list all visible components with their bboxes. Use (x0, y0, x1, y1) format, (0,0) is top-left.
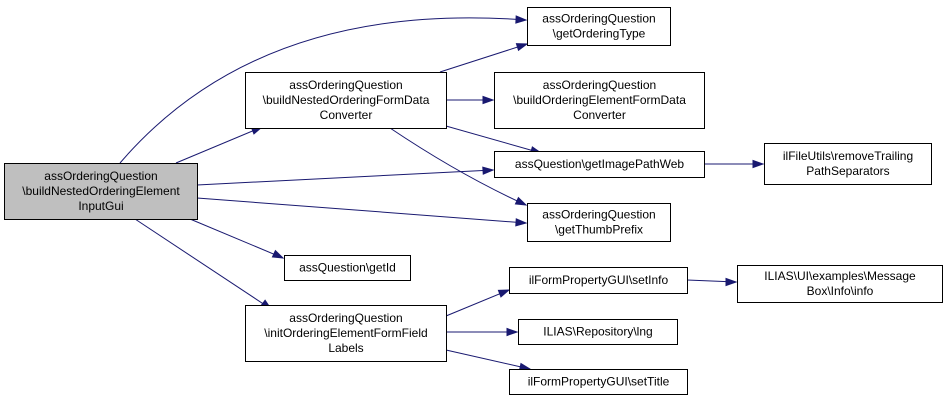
node-box[interactable] (509, 369, 688, 395)
edge-initOrdering-to-setTitle (445, 349, 532, 371)
node-root[interactable]: assOrderingQuestion\buildNestedOrderingE… (4, 163, 198, 220)
node-label-line: assOrderingQuestion (289, 311, 402, 325)
node-label-line: assQuestion\getId (299, 261, 396, 275)
node-box[interactable] (764, 143, 932, 185)
arrowhead-icon (515, 218, 528, 227)
edge-setInfo-to-messageBoxInfo (686, 277, 738, 287)
arrowhead-icon (497, 289, 511, 298)
node-set-title[interactable]: ilFormPropertyGUI\setTitle (509, 369, 688, 395)
node-box[interactable] (4, 163, 198, 220)
node-box[interactable] (509, 267, 688, 294)
node-label-line: Converter (573, 108, 626, 122)
arrowhead-icon (271, 249, 285, 259)
node-label-line: PathSeparators (806, 164, 889, 178)
edge-root-to-getId (189, 218, 285, 259)
node-box[interactable] (245, 72, 447, 129)
node-lng[interactable]: ILIAS\Repository\lng (518, 319, 678, 345)
edge-buildNested-to-buildOrderingElement (446, 95, 495, 105)
node-label-line: \getOrderingType (553, 27, 646, 41)
arrowhead-icon (514, 196, 528, 206)
edge-line (445, 349, 531, 370)
edge-root-to-getImagePathWeb (196, 166, 495, 186)
node-build-nested[interactable]: assOrderingQuestion\buildNestedOrderingF… (245, 72, 447, 129)
arrowhead-icon (482, 95, 495, 105)
node-label-line: \buildOrderingElementFormData (513, 93, 686, 107)
node-get-image-path-web[interactable]: assQuestion\getImagePathWeb (494, 151, 705, 178)
node-label-line: ilFormPropertyGUI\setTitle (528, 375, 670, 389)
edge-line (119, 17, 527, 164)
node-box[interactable] (284, 255, 411, 281)
node-build-ordering-element[interactable]: assOrderingQuestion\buildOrderingElement… (494, 72, 705, 129)
edge-line (389, 127, 527, 206)
node-get-id[interactable]: assQuestion\getId (284, 255, 411, 281)
node-label-line: assOrderingQuestion (44, 169, 157, 183)
edge-line (445, 289, 510, 317)
arrowhead-icon (725, 277, 738, 287)
edge-root-to-initOrdering (134, 218, 273, 310)
edge-line (189, 218, 284, 259)
node-label-line: Box\Info\info (807, 284, 874, 298)
edge-getImagePathWeb-to-removeTrailing (704, 159, 765, 169)
node-label-line: \buildNestedOrderingElement (22, 184, 180, 198)
node-box[interactable] (737, 265, 943, 303)
node-init-ordering[interactable]: assOrderingQuestion\initOrderingElementF… (245, 305, 447, 362)
node-box[interactable] (245, 305, 447, 362)
node-label-line: Labels (328, 341, 363, 355)
edge-initOrdering-to-setInfo (445, 289, 511, 317)
arrowhead-icon (506, 327, 519, 337)
edge-root-to-getThumbPrefix (196, 197, 528, 227)
edge-line (445, 125, 542, 154)
node-set-info[interactable]: ilFormPropertyGUI\setInfo (509, 267, 688, 294)
node-label-line: ilFileUtils\removeTrailing (783, 149, 913, 163)
node-box[interactable] (494, 72, 705, 129)
arrowhead-icon (515, 15, 528, 24)
edge-line (175, 126, 263, 164)
node-label-line: assOrderingQuestion (542, 208, 655, 222)
node-label-line: assOrderingQuestion (542, 12, 655, 26)
node-label-line: \getThumbPrefix (555, 223, 643, 237)
node-label-line: assOrderingQuestion (543, 78, 656, 92)
edge-buildNested-to-getOrderingType (439, 43, 529, 73)
node-label-line: ILIAS\Repository\lng (543, 325, 652, 339)
node-label-line: \buildNestedOrderingFormData (263, 93, 430, 107)
edge-root-to-buildNested (175, 126, 264, 164)
edge-line (134, 218, 272, 310)
node-label-line: InputGui (78, 199, 123, 213)
node-box[interactable] (527, 203, 671, 242)
nodes-layer: assOrderingQuestion\buildNestedOrderingE… (4, 7, 943, 395)
edge-buildNested-to-getThumbPrefix (389, 127, 528, 206)
node-box[interactable] (494, 151, 705, 178)
node-label-line: ILIAS\UI\examples\Message (764, 269, 916, 283)
arrowhead-icon (482, 166, 495, 175)
node-label-line: assOrderingQuestion (289, 78, 402, 92)
edge-line (196, 169, 494, 186)
node-box[interactable] (527, 7, 671, 46)
arrowhead-icon (752, 159, 765, 169)
node-get-thumb-prefix[interactable]: assOrderingQuestion\getThumbPrefix (527, 203, 671, 242)
node-label-line: assQuestion\getImagePathWeb (515, 157, 685, 171)
arrowhead-icon (515, 43, 529, 52)
edge-line (439, 43, 528, 73)
node-box[interactable] (518, 319, 678, 345)
edge-buildNested-to-getImagePathWeb (445, 125, 543, 155)
node-label-line: ilFormPropertyGUI\setInfo (529, 273, 669, 287)
edge-root-to-getOrderingType (119, 15, 528, 164)
edges-layer (119, 15, 765, 371)
node-label-line: \initOrderingElementFormField (264, 326, 427, 340)
node-get-ordering-type[interactable]: assOrderingQuestion\getOrderingType (527, 7, 671, 46)
edge-initOrdering-to-lng (446, 327, 519, 337)
node-label-line: Converter (320, 108, 373, 122)
edge-line (196, 197, 527, 224)
